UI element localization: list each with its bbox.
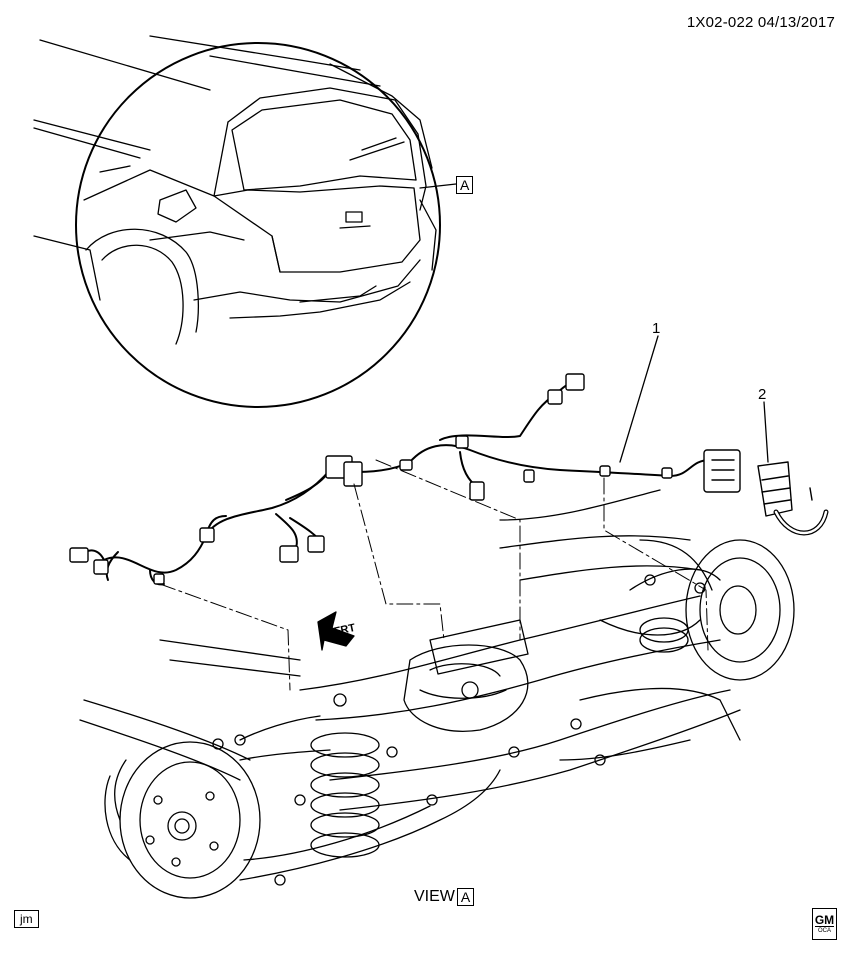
- callout-1-label: 1: [652, 320, 661, 337]
- gm-logo-sub: OCA: [817, 927, 831, 934]
- callout-2-label: 2: [758, 386, 767, 403]
- callout-1-leader: [619, 335, 659, 463]
- drawing-id-header: 1X02-022 04/13/2017: [686, 14, 835, 31]
- detail-marker: A: [456, 176, 474, 195]
- gm-logo: GM OCA: [812, 908, 837, 940]
- view-label: VIEW A: [414, 888, 475, 906]
- view-label-letter: A: [456, 888, 475, 906]
- view-label-prefix: VIEW: [414, 888, 455, 905]
- author-initials: jm: [14, 910, 39, 928]
- rear-suspension-assembly: [79, 489, 795, 899]
- detail-marker-letter: A: [456, 176, 474, 194]
- harness-connectors: [69, 373, 741, 585]
- vehicle-detail-circle: [33, 35, 441, 408]
- detail-leader-line: [419, 183, 457, 189]
- attachment-lines: [159, 459, 709, 691]
- control-module: [757, 461, 829, 536]
- front-direction-arrow-icon: [317, 611, 355, 651]
- wiring-harness: [79, 377, 711, 586]
- callout-2-leader: [763, 401, 769, 463]
- gm-logo-letters: GM: [814, 912, 835, 927]
